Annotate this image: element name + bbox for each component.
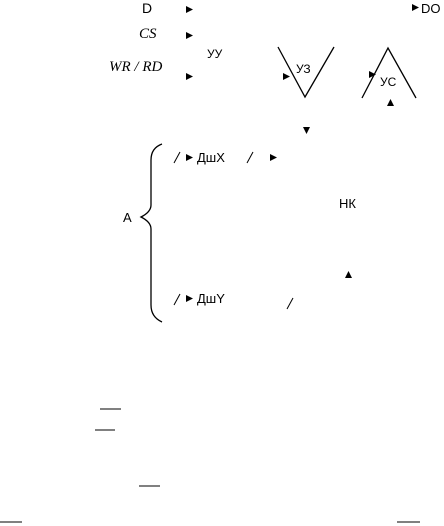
uz-block xyxy=(277,46,335,99)
input-d-label: D xyxy=(142,0,153,16)
input-wr-rd-label: WR / RD xyxy=(109,59,163,75)
nk-up-arrow xyxy=(345,271,352,278)
dsh-y-label: ДшY xyxy=(197,291,225,306)
address-bus-label: A xyxy=(123,210,132,225)
dsh-x-label: ДшX xyxy=(197,150,225,165)
dsh-y-row xyxy=(173,293,294,310)
nk-label: НК xyxy=(339,196,356,211)
input-arrows xyxy=(186,4,419,80)
input-cs-label: CS xyxy=(139,26,157,42)
us-label: УС xyxy=(380,75,397,89)
dsh-x-row xyxy=(173,151,277,164)
address-brace xyxy=(139,143,163,323)
uu-label: УУ xyxy=(207,47,223,61)
down-arrow xyxy=(303,127,310,134)
uz-label: УЗ xyxy=(296,62,311,76)
overbar-marks xyxy=(0,408,420,523)
us-block xyxy=(361,46,417,106)
output-do-label: DO xyxy=(421,1,441,16)
